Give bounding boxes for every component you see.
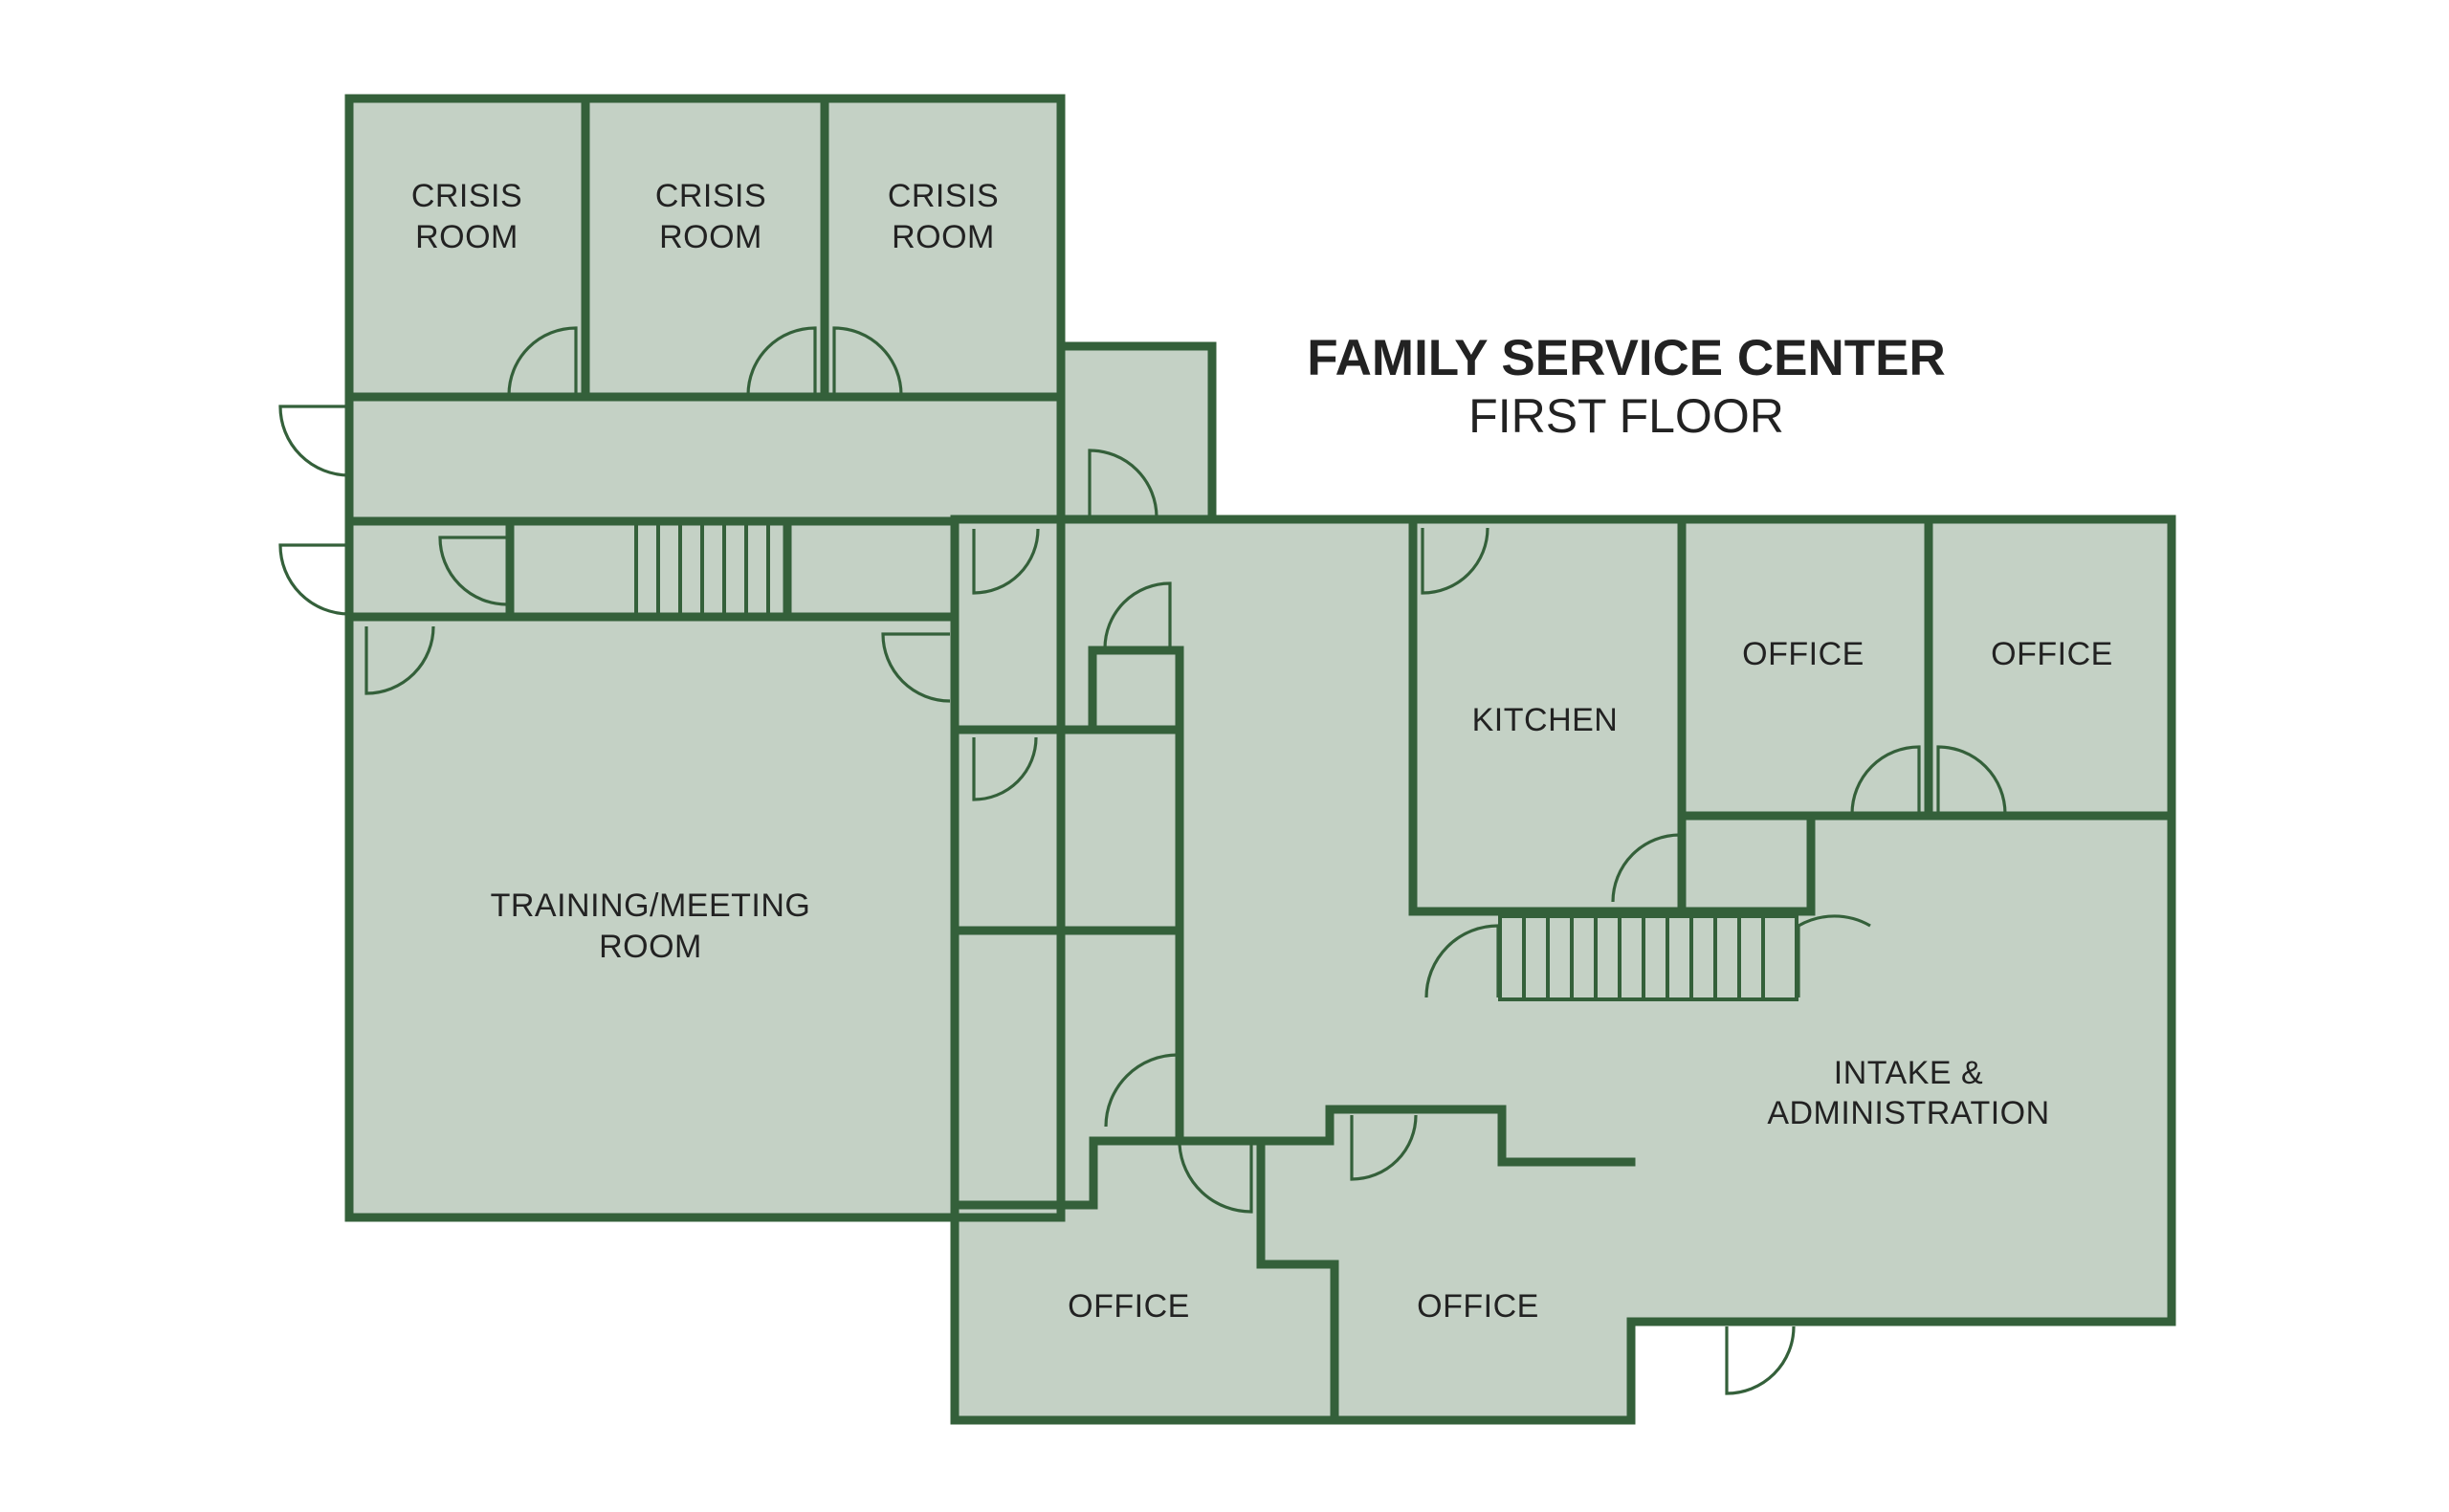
room-label-office-top-1: OFFICE bbox=[1742, 636, 1864, 672]
room-label-training-meeting-room: TRAINING/MEETING ROOM bbox=[491, 887, 811, 965]
room-label-kitchen: KITCHEN bbox=[1472, 702, 1619, 738]
plan-title: FAMILY SERVICE CENTER bbox=[1307, 330, 1946, 386]
svg-text:CRISIS: CRISIS bbox=[411, 178, 522, 214]
walls bbox=[344, 94, 2176, 1425]
svg-text:ROOM: ROOM bbox=[599, 929, 702, 965]
svg-text:CRISIS: CRISIS bbox=[888, 178, 999, 214]
svg-text:ROOM: ROOM bbox=[415, 219, 518, 255]
svg-text:INTAKE &: INTAKE & bbox=[1834, 1055, 1983, 1091]
svg-text:ROOM: ROOM bbox=[892, 219, 995, 255]
stairwell-central bbox=[1498, 914, 1798, 1001]
closet bbox=[1088, 646, 1184, 734]
east-wing-outline bbox=[950, 515, 2176, 1425]
stair-treads bbox=[634, 523, 1765, 997]
kitchen-closet bbox=[1677, 811, 1816, 916]
stairwell-west bbox=[505, 516, 792, 622]
room-label-crisis-room-3: CRISIS ROOM bbox=[888, 178, 999, 255]
left-wing-outline bbox=[344, 94, 1066, 1222]
room-label-intake-administration: INTAKE & ADMINISTRATION bbox=[1767, 1055, 2049, 1131]
room-label-office-top-2: OFFICE bbox=[1991, 636, 2113, 672]
room-label-crisis-room-1: CRISIS ROOM bbox=[411, 178, 522, 255]
room-label-office-bottom-1: OFFICE bbox=[1068, 1288, 1190, 1325]
room-label-office-bottom-2: OFFICE bbox=[1417, 1288, 1539, 1325]
plan-subtitle: FIRST FLOOR bbox=[1468, 389, 1784, 443]
svg-text:TRAINING/MEETING: TRAINING/MEETING bbox=[491, 887, 811, 924]
svg-text:ROOM: ROOM bbox=[659, 219, 762, 255]
svg-text:ADMINISTRATION: ADMINISTRATION bbox=[1767, 1095, 2049, 1131]
doors bbox=[278, 326, 2007, 1395]
room-label-crisis-room-2: CRISIS ROOM bbox=[655, 178, 766, 255]
svg-text:CRISIS: CRISIS bbox=[655, 178, 766, 214]
